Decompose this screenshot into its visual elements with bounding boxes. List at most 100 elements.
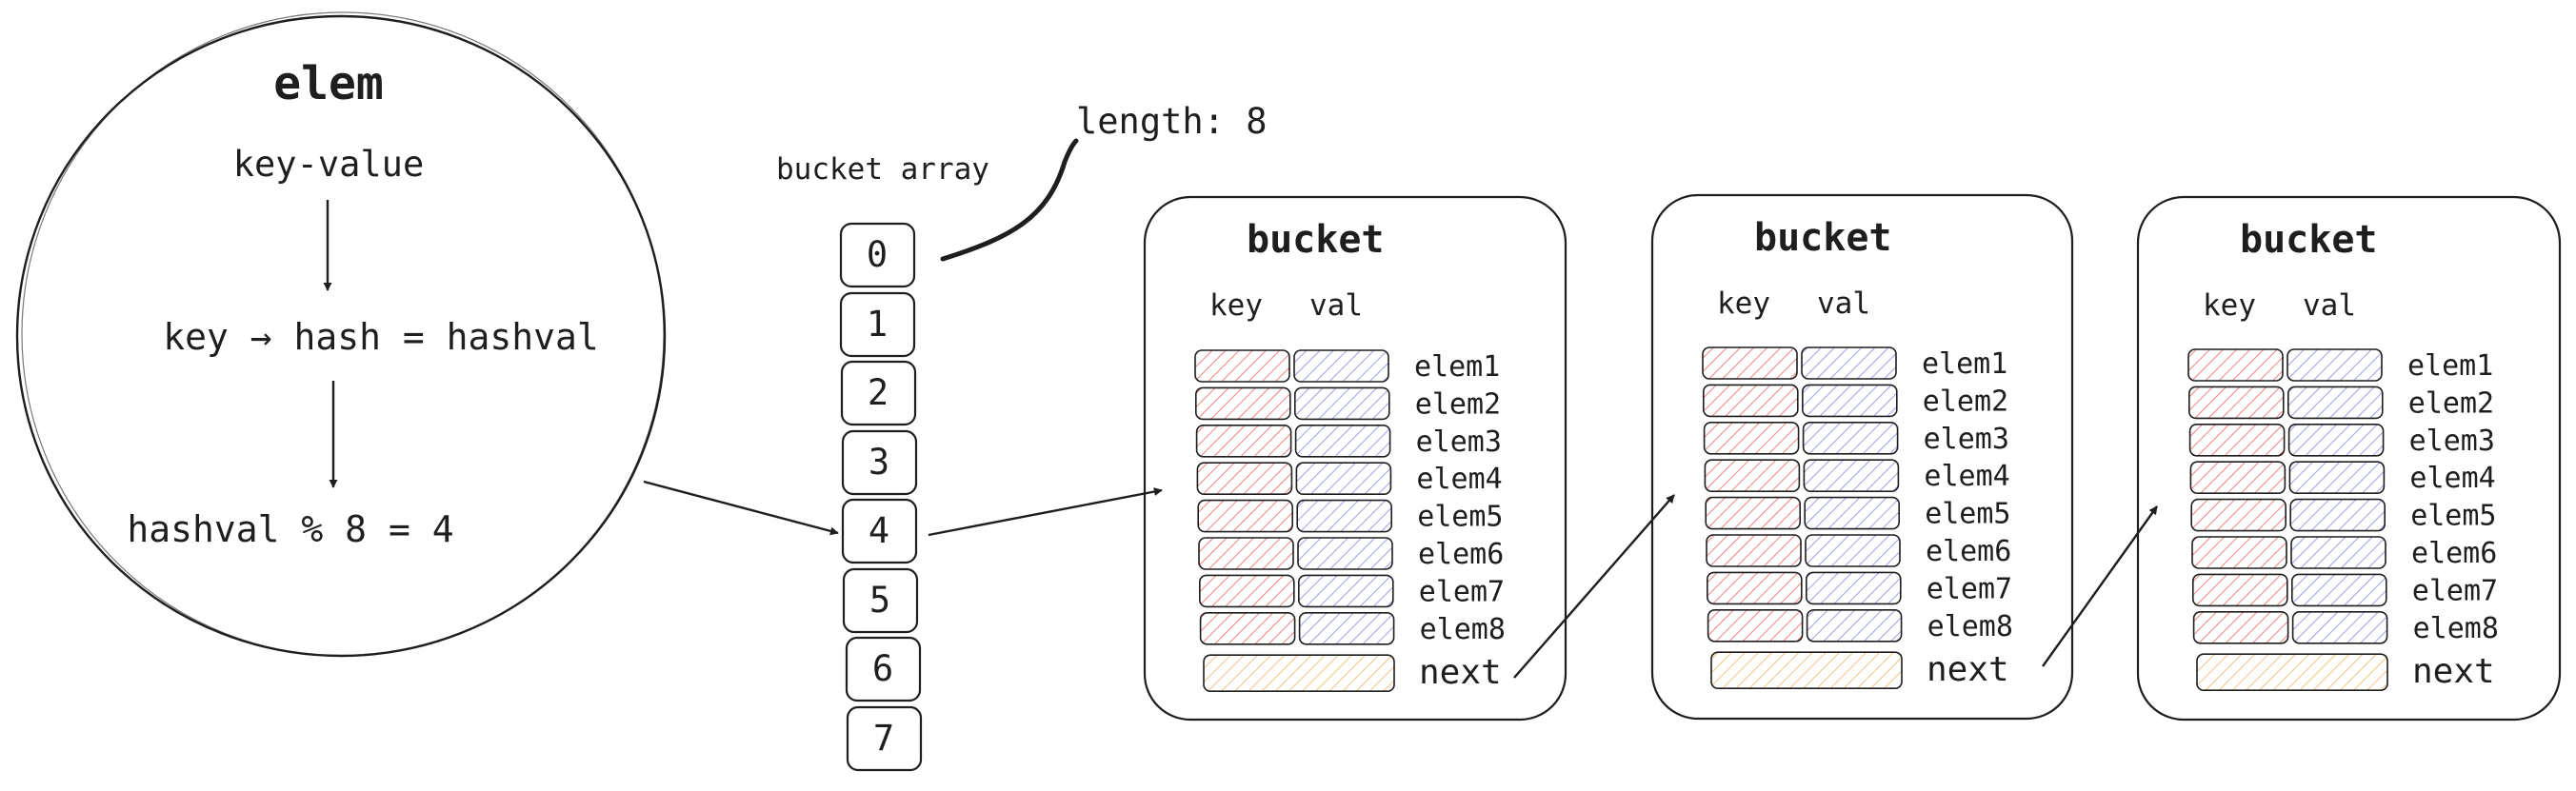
val-cell bbox=[2290, 536, 2386, 569]
elem-label: elem5 bbox=[2410, 500, 2496, 533]
elem-row: elem6 bbox=[2191, 536, 2497, 570]
elem-label: elem3 bbox=[2409, 425, 2495, 458]
key-header: key bbox=[2203, 288, 2256, 323]
elem-modulo-text: hashval % 8 = 4 bbox=[127, 508, 453, 550]
slot-box bbox=[839, 291, 916, 358]
elem-title: elem bbox=[273, 57, 384, 110]
key-cell bbox=[1703, 384, 1799, 418]
elem-label: elem4 bbox=[1924, 460, 2009, 493]
elem-label: elem2 bbox=[1923, 385, 2008, 418]
elem-row: elem8 bbox=[1199, 611, 1506, 646]
elem-label: elem4 bbox=[2409, 462, 2495, 495]
key-cell bbox=[1197, 499, 1293, 533]
elem-row: elem5 bbox=[1705, 496, 2011, 531]
elem-label: elem3 bbox=[1924, 423, 2009, 456]
elem-label: elem5 bbox=[1925, 498, 2010, 531]
val-cell bbox=[1802, 421, 1899, 455]
elem-label: elem1 bbox=[1414, 350, 1500, 384]
bucket-title: bucket bbox=[1754, 216, 1892, 260]
elem-label: elem6 bbox=[1418, 538, 1504, 571]
arrow-slot-4-to-bucket-1 bbox=[928, 487, 1163, 537]
elem-row: elem2 bbox=[1703, 384, 2008, 418]
elem-row: elem3 bbox=[2188, 423, 2495, 458]
val-cell bbox=[2289, 498, 2386, 532]
elem-row: elem7 bbox=[1707, 571, 2012, 605]
arrow-circle-to-slot-4 bbox=[643, 480, 839, 536]
slot-index-label: 7 bbox=[873, 718, 894, 759]
next-label: next bbox=[2412, 652, 2495, 691]
slot-box bbox=[845, 636, 922, 702]
key-cell bbox=[1199, 574, 1295, 608]
length-label: length: 8 bbox=[1076, 101, 1267, 142]
elem-row: elem6 bbox=[1706, 534, 2011, 568]
elem-hash-text: key → hash = hashval bbox=[163, 316, 599, 358]
val-cell bbox=[1801, 346, 1897, 380]
elem-label: elem7 bbox=[1927, 572, 2012, 605]
elem-label: elem4 bbox=[1416, 463, 1502, 496]
elem-row: elem3 bbox=[1195, 424, 1502, 459]
slot-index-label: 2 bbox=[868, 372, 889, 413]
key-cell bbox=[2188, 423, 2286, 457]
key-cell bbox=[1199, 611, 1296, 645]
elem-row: elem3 bbox=[1703, 421, 2009, 456]
key-cell bbox=[2191, 536, 2287, 569]
key-cell bbox=[1703, 421, 1800, 455]
slot-index-label: 0 bbox=[867, 234, 888, 275]
val-cell bbox=[1806, 571, 1902, 605]
bucket-title: bucket bbox=[2240, 218, 2378, 262]
elem-label: elem7 bbox=[1419, 575, 1505, 608]
key-cell bbox=[2189, 461, 2286, 495]
elem-label: elem2 bbox=[1415, 387, 1501, 421]
elem-row: elem4 bbox=[2189, 461, 2496, 495]
key-cell bbox=[1706, 534, 1802, 567]
val-header: val bbox=[2303, 288, 2356, 323]
bucket-slot-3: 3 bbox=[841, 429, 918, 496]
bucket-slot-6: 6 bbox=[845, 636, 922, 702]
key-cell bbox=[2190, 498, 2286, 532]
bucket-slot-5: 5 bbox=[842, 567, 919, 634]
bucket-outline bbox=[1143, 195, 1568, 722]
key-cell bbox=[2192, 610, 2289, 644]
key-cell bbox=[1705, 496, 1801, 530]
elem-row: elem1 bbox=[2187, 348, 2493, 383]
key-cell bbox=[1195, 424, 1292, 458]
elem-label: elem8 bbox=[1420, 613, 1506, 646]
elem-label: elem1 bbox=[2407, 349, 2493, 383]
bucket-slot-0: 0 bbox=[839, 222, 916, 288]
slot-index-label: 3 bbox=[869, 442, 889, 483]
elem-label: elem2 bbox=[2408, 386, 2494, 420]
val-cell bbox=[1294, 424, 1391, 458]
elem-label: elem3 bbox=[1416, 425, 1502, 459]
elem-row: elem8 bbox=[2192, 610, 2499, 645]
val-cell bbox=[2287, 386, 2384, 420]
bucket-slot-4: 4 bbox=[841, 498, 918, 564]
bucket-array-label: bucket array bbox=[776, 152, 989, 187]
elem-label: elem8 bbox=[2413, 612, 2499, 645]
val-cell bbox=[1803, 459, 1900, 493]
key-cell bbox=[1702, 346, 1798, 380]
slot-box bbox=[839, 222, 916, 288]
elem-circle: elem key-value key → hash = hashval hash… bbox=[15, 11, 667, 658]
val-cell bbox=[2288, 461, 2386, 495]
bucket-array: bucket array length: 8 0 1 2 3 456 7 bbox=[776, 101, 1267, 772]
key-cell bbox=[2192, 573, 2288, 607]
next-cell bbox=[1710, 651, 1903, 690]
elem-row: elem6 bbox=[1198, 537, 1504, 571]
slot-box bbox=[841, 498, 918, 564]
slot-box bbox=[842, 567, 919, 634]
next-cell bbox=[1203, 654, 1395, 693]
val-cell bbox=[2291, 573, 2387, 607]
key-header: key bbox=[1717, 287, 1770, 321]
bucket-slot-1: 1 bbox=[839, 291, 916, 358]
val-cell bbox=[1294, 386, 1390, 421]
elem-row: elem5 bbox=[1197, 499, 1504, 534]
val-cell bbox=[1806, 608, 1903, 643]
elem-row: elem4 bbox=[1196, 462, 1503, 496]
val-cell bbox=[1297, 537, 1393, 570]
key-header: key bbox=[1209, 288, 1263, 323]
val-cell bbox=[1296, 499, 1392, 533]
elem-label: elem1 bbox=[1922, 347, 2007, 381]
